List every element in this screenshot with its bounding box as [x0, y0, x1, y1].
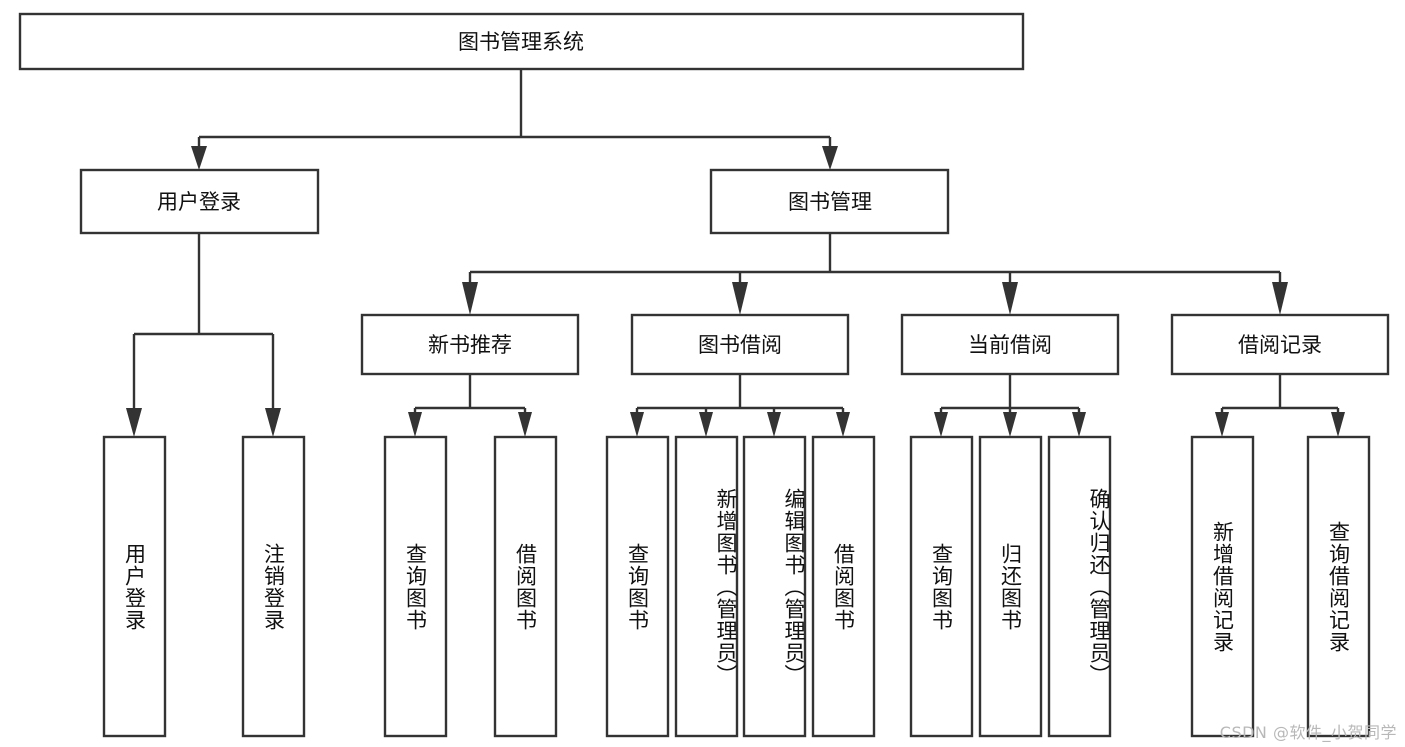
leaf-box-current-borrow-0[interactable]	[909, 435, 974, 738]
node-book-management[interactable]: 图书管理	[709, 168, 950, 235]
leaf-box-user-login-0[interactable]	[102, 435, 167, 738]
node-current-borrow[interactable]: 当前借阅	[900, 313, 1120, 376]
node-user-login[interactable]: 用户登录	[79, 168, 320, 235]
connector-root-to-level2	[191, 69, 838, 170]
arrow-head-icon	[191, 146, 207, 170]
leaf-box-current-borrow-1[interactable]	[978, 435, 1043, 738]
connector-book-borrow-to-leaves	[630, 374, 850, 437]
arrow-head-icon	[836, 412, 850, 437]
arrow-head-icon	[1002, 282, 1018, 315]
arrow-head-icon	[126, 408, 142, 437]
connector-new-book-to-leaves	[408, 374, 532, 437]
arrow-head-icon	[1072, 412, 1086, 437]
leaf-box-book-borrow-3[interactable]	[811, 435, 876, 738]
node-new-book-recommend-label: 新书推荐	[428, 333, 512, 357]
arrow-head-icon	[822, 146, 838, 170]
arrow-head-icon	[1272, 282, 1288, 315]
leaf-box-new-book-1[interactable]	[493, 435, 558, 738]
node-new-book-recommend[interactable]: 新书推荐	[360, 313, 580, 376]
node-borrow-record[interactable]: 借阅记录	[1170, 313, 1390, 376]
arrow-head-icon	[1215, 412, 1229, 437]
arrow-head-icon	[265, 408, 281, 437]
leaf-box-current-borrow-2[interactable]	[1047, 435, 1112, 738]
node-user-login-label: 用户登录	[157, 190, 241, 214]
node-borrow-record-label: 借阅记录	[1238, 333, 1322, 357]
arrow-head-icon	[518, 412, 532, 437]
arrow-head-icon	[767, 412, 781, 437]
node-book-management-label: 图书管理	[788, 190, 872, 214]
connector-user-login-to-leaves	[126, 233, 281, 437]
node-book-borrow[interactable]: 图书借阅	[630, 313, 850, 376]
arrow-head-icon	[934, 412, 948, 437]
arrow-head-icon	[1331, 412, 1345, 437]
connector-book-mgmt-to-level3	[462, 233, 1288, 315]
leaf-box-book-borrow-1[interactable]	[674, 435, 739, 738]
arrow-head-icon	[630, 412, 644, 437]
connector-current-borrow-to-leaves	[934, 374, 1086, 437]
node-current-borrow-label: 当前借阅	[968, 333, 1052, 357]
arrow-head-icon	[699, 412, 713, 437]
node-root[interactable]: 图书管理系统	[18, 12, 1025, 71]
leaf-box-book-borrow-0[interactable]	[605, 435, 670, 738]
leaf-box-borrow-record-0[interactable]	[1190, 435, 1255, 738]
arrow-head-icon	[408, 412, 422, 437]
node-root-label: 图书管理系统	[458, 30, 584, 54]
leaf-box-user-login-1[interactable]	[241, 435, 306, 738]
connector-borrow-record-to-leaves	[1215, 374, 1345, 437]
leaf-box-new-book-0[interactable]	[383, 435, 448, 738]
arrow-head-icon	[462, 282, 478, 315]
leaf-box-book-borrow-2[interactable]	[742, 435, 807, 738]
arrow-head-icon	[1003, 412, 1017, 437]
node-book-borrow-label: 图书借阅	[698, 333, 782, 357]
leaf-box-borrow-record-1[interactable]	[1306, 435, 1371, 738]
arrow-head-icon	[732, 282, 748, 315]
